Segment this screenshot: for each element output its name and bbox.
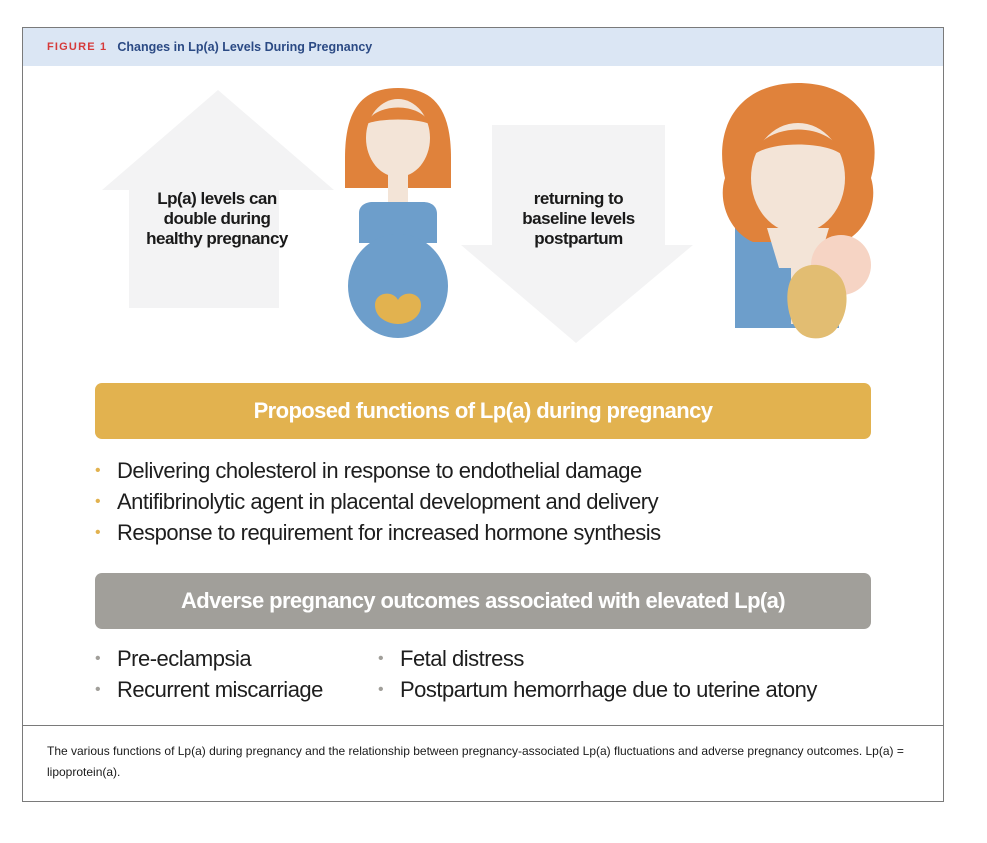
list-item-text: Response to requirement for increased ho… — [117, 520, 661, 545]
list-item-text: Pre-eclampsia — [117, 646, 252, 671]
list-item: • Response to requirement for increased h… — [95, 517, 661, 548]
up-arrow-line: Lp(a) levels can — [157, 189, 277, 208]
list-item: • Recurrent miscarriage — [95, 674, 323, 705]
up-arrow-line: healthy pregnancy — [146, 229, 288, 248]
down-arrow-text: returning to baseline levels postpartum — [492, 189, 665, 249]
pregnant-woman-icon — [345, 88, 451, 338]
down-arrow-line: baseline levels — [522, 209, 635, 228]
bullet-icon: • — [95, 493, 101, 510]
caption-divider — [23, 725, 943, 726]
mother-with-baby-icon — [722, 83, 875, 339]
outcomes-list-right: • Fetal distress • Postpartum hemorrhage d… — [378, 643, 817, 705]
functions-list: • Delivering cholesterol in response to e… — [95, 455, 661, 548]
bullet-icon: • — [95, 524, 101, 541]
list-item-text: Fetal distress — [400, 646, 524, 671]
up-arrow-text: Lp(a) levels can double during healthy p… — [129, 189, 305, 249]
down-arrow-line: postpartum — [534, 229, 623, 248]
down-arrow-icon — [461, 125, 693, 343]
list-item: • Fetal distress — [378, 643, 817, 674]
down-arrow-line: returning to — [533, 189, 624, 208]
list-item-text: Recurrent miscarriage — [117, 677, 323, 702]
figure-label: FIGURE 1 — [47, 41, 108, 53]
outcomes-banner: Adverse pregnancy outcomes associated wi… — [95, 573, 871, 629]
list-item: • Antifibrinolytic agent in placental dev… — [95, 486, 661, 517]
figure-title: Changes in Lp(a) Levels During Pregnancy — [117, 40, 373, 54]
bullet-icon: • — [95, 650, 101, 667]
figure-header: FIGURE 1 Changes in Lp(a) Levels During … — [23, 28, 943, 66]
functions-banner: Proposed functions of Lp(a) during pregn… — [95, 383, 871, 439]
list-item-text: Antifibrinolytic agent in placental deve… — [117, 489, 659, 514]
bullet-icon: • — [95, 681, 101, 698]
list-item: • Postpartum hemorrhage due to uterine at… — [378, 674, 817, 705]
bullet-icon: • — [378, 681, 384, 698]
bullet-icon: • — [378, 650, 384, 667]
illustration — [102, 83, 875, 343]
up-arrow-line: double during — [163, 209, 271, 228]
list-item: • Pre-eclampsia — [95, 643, 323, 674]
list-item-text: Delivering cholesterol in response to en… — [117, 458, 642, 483]
list-item-text: Postpartum hemorrhage due to uterine ato… — [400, 677, 817, 702]
outcomes-list-left: • Pre-eclampsia • Recurrent miscarriage — [95, 643, 323, 705]
bullet-icon: • — [95, 462, 101, 479]
up-arrow-icon — [102, 90, 334, 308]
list-item: • Delivering cholesterol in response to e… — [95, 455, 661, 486]
figure-frame: FIGURE 1 Changes in Lp(a) Levels During … — [22, 27, 944, 802]
figure-caption: The various functions of Lp(a) during pr… — [47, 744, 904, 779]
